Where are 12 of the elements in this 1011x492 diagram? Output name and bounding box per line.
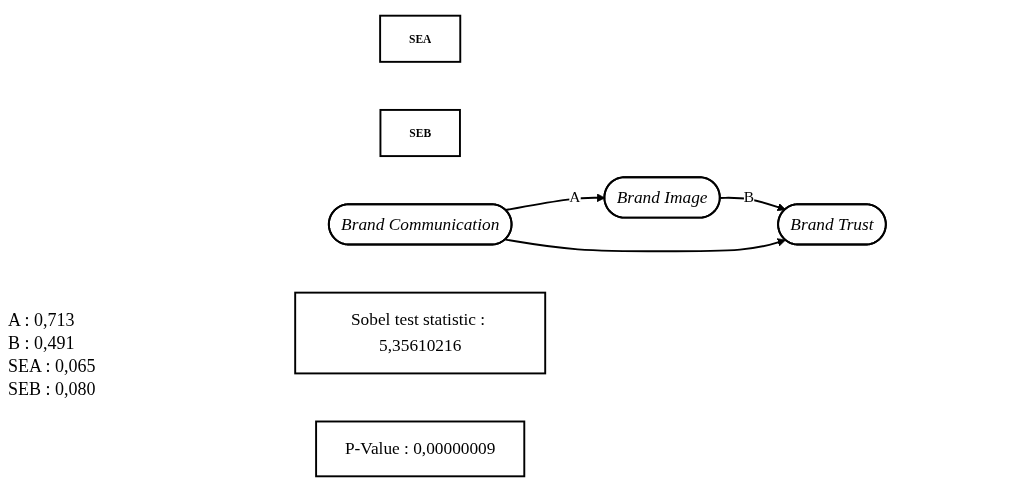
arrow — [504, 238, 786, 253]
coefficient-text: A : 0,713 — [8, 310, 75, 331]
arrow — [719, 196, 786, 212]
edge-label: A — [569, 188, 581, 206]
coefficient-text: B : 0,491 — [8, 333, 75, 354]
node-box: SEB — [379, 108, 461, 158]
edge-label: B — [743, 188, 755, 206]
coefficient-text: SEB : 0,080 — [8, 379, 96, 400]
node-box: Sobel test statistic : 5,35610216 — [294, 291, 547, 375]
node-box: SEA — [379, 14, 462, 63]
node-box: P-Value : 0,00000009 — [315, 420, 526, 478]
coefficient-text: SEA : 0,065 — [8, 356, 96, 377]
